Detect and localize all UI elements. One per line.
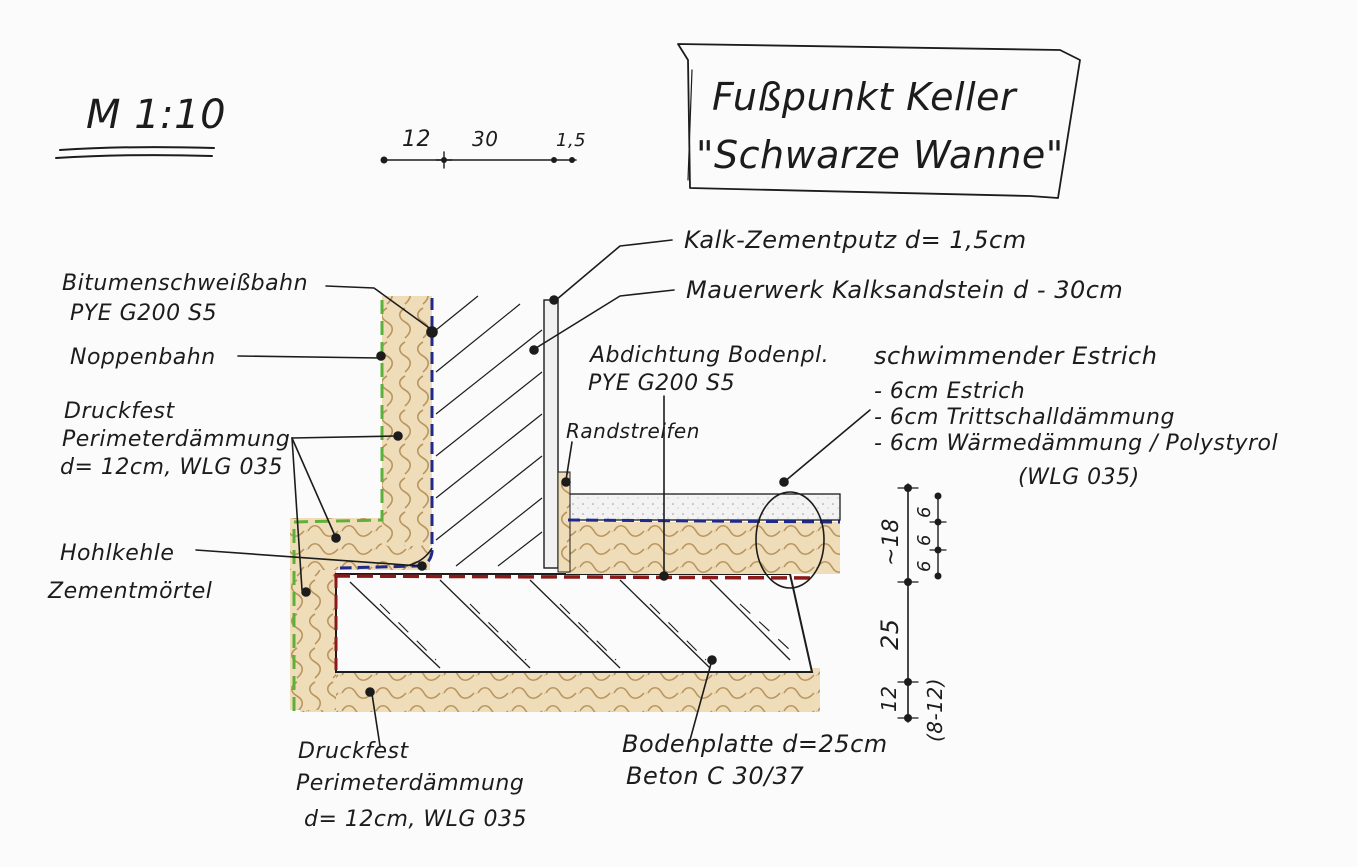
perimeter-insulation xyxy=(382,296,432,546)
label-mauerwerk: Mauerwerk Kalksandstein d - 30cm xyxy=(686,276,1123,304)
dim-1-5: 1,5 xyxy=(556,130,586,151)
plaster-layer xyxy=(543,299,559,569)
label-estrich-item4: (WLG 035) xyxy=(1018,465,1140,490)
title-box: Fußpunkt Keller "Schwarze Wanne" xyxy=(677,43,1081,199)
dim-18: ~18 xyxy=(879,518,904,566)
label-druckfest-bottom-3: d= 12cm, WLG 035 xyxy=(304,807,527,832)
dim-6b: 6 xyxy=(914,534,935,546)
dimple-sheet xyxy=(292,300,384,712)
label-druckfest-top-1: Druckfest xyxy=(64,399,176,424)
label-bitumen-2: PYE G200 S5 xyxy=(70,301,217,326)
slab-hatch xyxy=(349,579,791,669)
text-labels: Kalk-Zementputz d= 1,5cm Mauerwerk Kalks… xyxy=(47,226,1278,832)
masonry-hatch xyxy=(435,295,543,567)
dim-6c: 6 xyxy=(914,560,935,572)
title-line1: Fußpunkt Keller xyxy=(712,75,1018,119)
construction xyxy=(290,295,841,712)
label-bitumen-1: Bitumenschweißbahn xyxy=(62,271,308,296)
scale-label: M 1:10 xyxy=(86,92,226,138)
edge-strip xyxy=(557,471,571,573)
top-dimension-line: 12 30 1,5 xyxy=(380,127,586,169)
screed-foil xyxy=(567,518,841,524)
slab-sealing xyxy=(334,574,811,580)
label-abdichtung-2: PYE G200 S5 xyxy=(588,371,735,396)
title-line2: "Schwarze Wanne" xyxy=(696,133,1064,177)
scale-underline xyxy=(55,146,215,159)
estrich-highlight-oval xyxy=(755,491,825,589)
scale-label-group: M 1:10 xyxy=(55,92,226,159)
label-druckfest-bottom-2: Perimeterdämmung xyxy=(296,771,524,796)
slab-dash-hatch xyxy=(379,603,791,661)
dim-12-right: 12 xyxy=(877,686,901,712)
label-druckfest-bottom-1: Druckfest xyxy=(298,739,410,764)
label-bodenplatte-2: Beton C 30/37 xyxy=(626,762,804,790)
dim-12: 12 xyxy=(402,127,431,152)
label-hohlkehle-1: Hohlkehle xyxy=(60,541,174,566)
label-estrich-item3: - 6cm Wärmedämmung / Polystyrol xyxy=(874,431,1278,456)
label-kalk-zementputz: Kalk-Zementputz d= 1,5cm xyxy=(684,226,1027,254)
dim-6a: 6 xyxy=(914,506,935,518)
masonry-wall xyxy=(432,296,544,568)
dim-25: 25 xyxy=(876,618,904,650)
label-bodenplatte-1: Bodenplatte d=25cm xyxy=(622,730,888,758)
dim-30: 30 xyxy=(472,127,498,151)
label-druckfest-top-3: d= 12cm, WLG 035 xyxy=(60,455,283,480)
label-abdichtung-1: Abdichtung Bodenpl. xyxy=(588,343,829,368)
dim-8-12: (8-12) xyxy=(923,678,947,742)
leader-lines xyxy=(195,239,871,747)
screed-layer xyxy=(565,493,841,521)
label-randstreifen: Randstreifen xyxy=(566,419,700,443)
label-estrich-title: schwimmender Estrich xyxy=(874,342,1157,370)
floor-insulation xyxy=(566,522,840,574)
label-druckfest-top-2: Perimeterdämmung xyxy=(62,427,290,452)
label-hohlkehle-2: Zementmörtel xyxy=(47,579,212,604)
bottom-insulation xyxy=(300,668,820,712)
label-noppenbahn: Noppenbahn xyxy=(70,345,216,370)
label-estrich-item2: - 6cm Trittschalldämmung xyxy=(874,405,1175,430)
label-estrich-item1: - 6cm Estrich xyxy=(874,379,1025,404)
right-dimensions: ~18 6 6 6 25 12 (8-12) xyxy=(876,483,947,742)
